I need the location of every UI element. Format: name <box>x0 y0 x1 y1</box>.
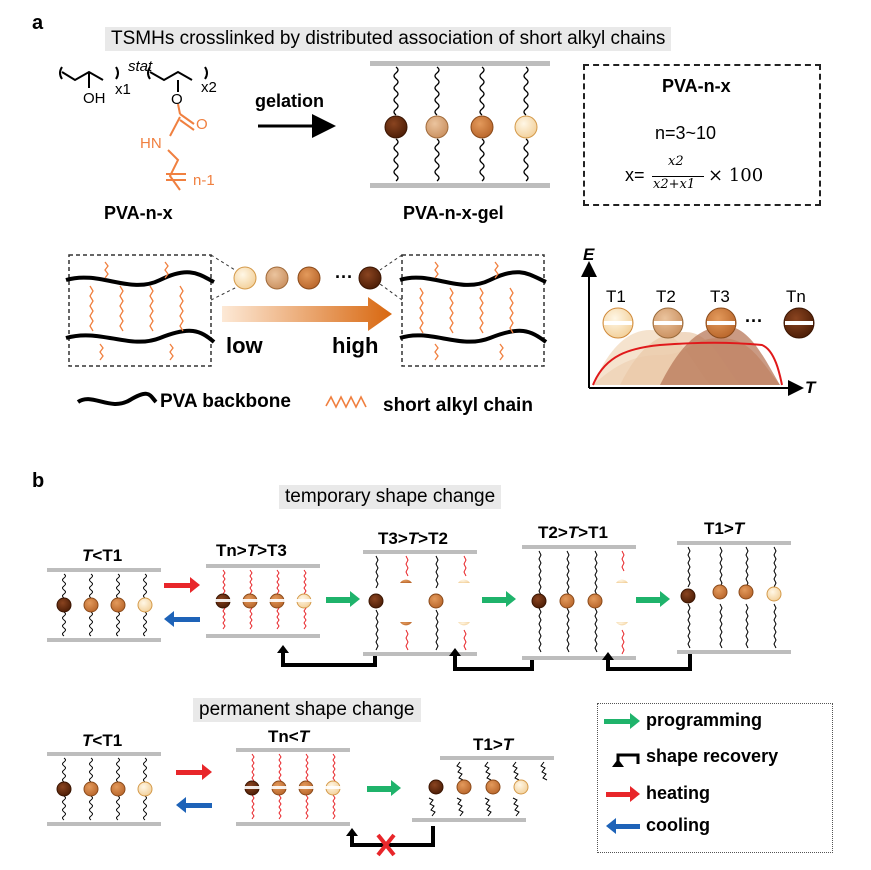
monomer-n1: n-1 <box>193 172 215 189</box>
legend-icons <box>604 713 640 834</box>
energy-plot <box>581 261 815 396</box>
legend-backbone: PVA backbone <box>160 391 291 412</box>
gel-name: PVA-n-x-gel <box>403 203 504 223</box>
alkyl-legend-line <box>325 395 367 409</box>
temp-label-t1: T1 <box>606 287 626 306</box>
gel-schematic <box>370 61 550 188</box>
monomer-o: O <box>171 91 183 108</box>
inset-link <box>379 283 403 301</box>
temp-state-2-label: Tn>T>T3 <box>216 541 287 560</box>
temperature-axis-label: T <box>805 378 816 397</box>
monomer-carbonyl-o: O <box>196 116 208 133</box>
backbone-inset-right <box>399 254 548 367</box>
panel-b-label: b <box>32 470 45 492</box>
legend-alkyl: short alkyl chain <box>383 395 533 416</box>
x-denominator: x2+x1 <box>653 177 696 192</box>
energy-axis-label: E <box>583 245 595 264</box>
high-label: high <box>332 333 379 358</box>
bead-ellipsis: ··· <box>335 267 353 287</box>
permanent-arrows <box>176 764 435 857</box>
temp-state-1-label: T<T1 <box>82 546 123 565</box>
inset-link <box>379 254 403 271</box>
mechanism-legend <box>597 703 833 853</box>
low-label: low <box>226 333 263 358</box>
monomer-stat: stat <box>128 58 153 75</box>
monomer-structure <box>59 66 208 191</box>
monomer-hn: HN <box>140 135 162 152</box>
n-range: n=3~10 <box>655 123 717 143</box>
temp-state-3-label: T3>T>T2 <box>378 529 448 548</box>
polymer-name: PVA-n-x <box>104 203 173 223</box>
definition-title: PVA-n-x <box>662 76 731 96</box>
temp-label-t3: T3 <box>710 287 730 306</box>
perm-state-2-label: Tn<T <box>268 727 310 746</box>
legend-cooling: cooling <box>646 815 710 835</box>
x-multiplier: × 100 <box>708 165 764 186</box>
permanent-title: permanent shape change <box>193 698 421 722</box>
perm-state-1-label: T<T1 <box>82 731 123 750</box>
monomer-x2: x2 <box>201 79 217 96</box>
bead-series <box>233 266 382 290</box>
x-numerator: x2 <box>668 154 684 169</box>
legend-heating: heating <box>646 783 711 803</box>
permanent-states-drawing <box>47 748 554 826</box>
temp-label-t2: T2 <box>656 287 676 306</box>
definition-box <box>583 64 821 206</box>
backbone-inset-left <box>65 254 216 367</box>
temp-ellipsis: ··· <box>745 311 763 331</box>
temp-state-4-label: T2>T>T1 <box>538 523 608 542</box>
perm-state-3-label: T1>T <box>473 735 514 754</box>
monomer-oh: OH <box>83 90 106 107</box>
temporary-states-drawing <box>47 541 791 660</box>
panel-a-title: TSMHs crosslinked by distributed associa… <box>105 27 672 51</box>
temporary-arrows <box>164 577 692 671</box>
panel-a-label: a <box>32 12 44 34</box>
x-def-prefix: x= <box>625 165 645 185</box>
gradient-arrow <box>222 297 392 331</box>
gelation-label: gelation <box>255 91 325 111</box>
temporary-title: temporary shape change <box>279 485 502 509</box>
temp-state-5-label: T1>T <box>704 519 745 538</box>
legend-shape-recovery: shape recovery <box>646 746 779 766</box>
legend-programming: programming <box>646 710 763 730</box>
monomer-x1: x1 <box>115 81 131 98</box>
temp-label-tn: Tn <box>786 287 806 306</box>
backbone-legend-line <box>76 391 158 406</box>
